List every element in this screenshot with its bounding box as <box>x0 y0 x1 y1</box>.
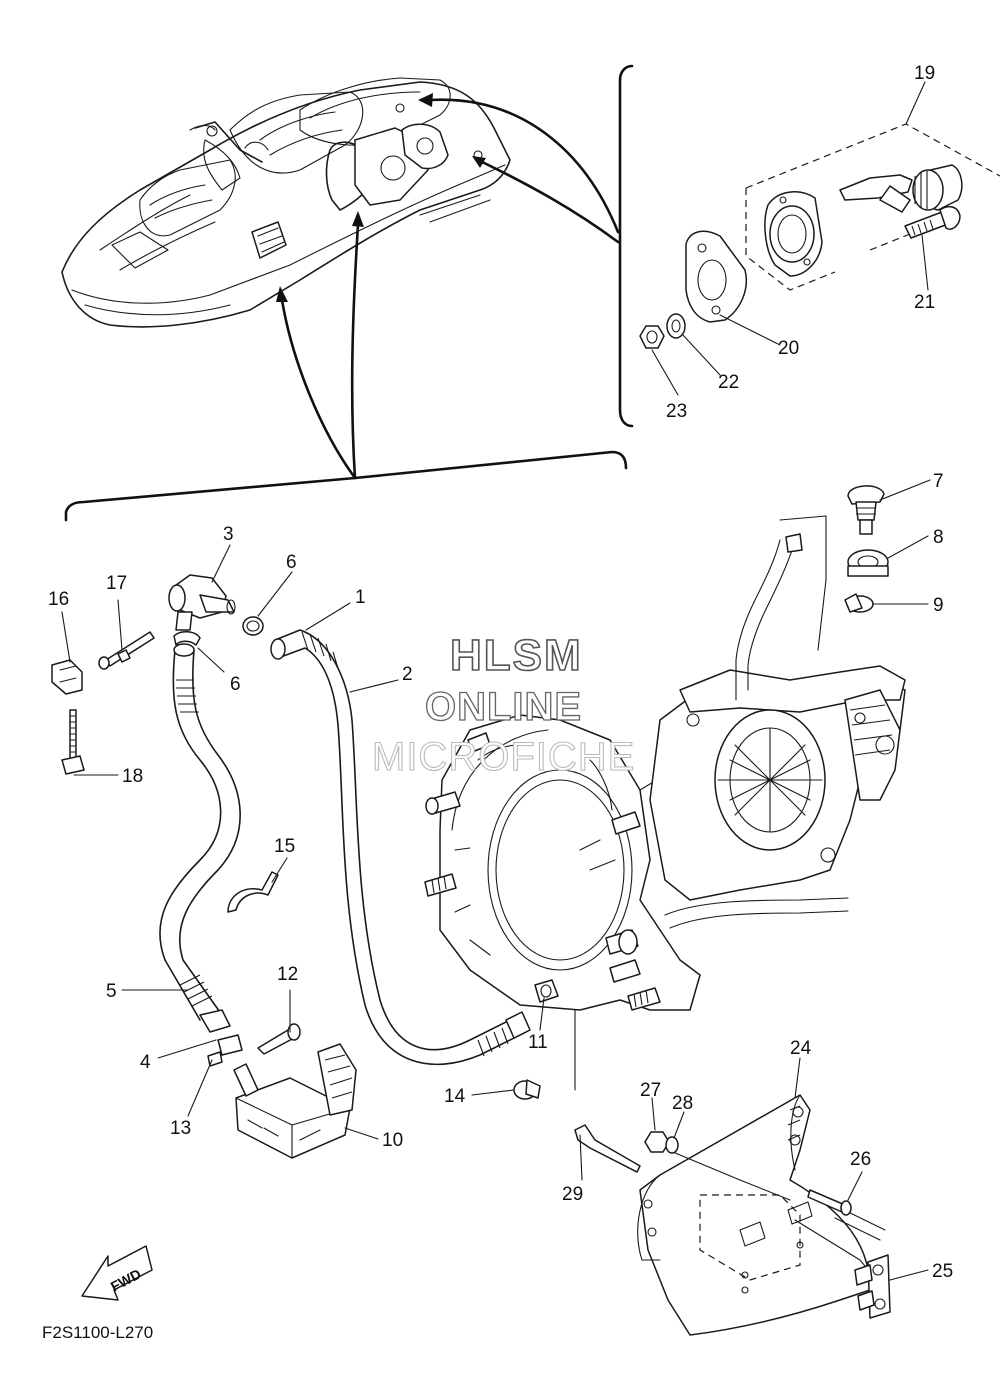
hose-lines <box>159 515 849 1066</box>
callout-1: 1 <box>355 587 366 608</box>
callout-23: 23 <box>666 401 687 422</box>
callout-15: 15 <box>274 836 295 857</box>
callout-2: 2 <box>402 664 413 685</box>
callout-7: 7 <box>933 471 944 492</box>
watermark-line-2: ONLINE <box>425 685 582 729</box>
callout-6a: 6 <box>286 552 297 573</box>
callout-5: 5 <box>106 981 117 1002</box>
callout-12: 12 <box>277 964 298 985</box>
callout-17: 17 <box>106 573 127 594</box>
watermark-line-3: MICROFICHE <box>372 735 635 779</box>
callout-21: 21 <box>914 292 935 313</box>
callout-19: 19 <box>914 63 935 84</box>
watercraft-overview <box>61 77 511 328</box>
drawing-code: F2S1100-L270 <box>42 1323 153 1342</box>
watermark-line-1: HLSM <box>450 631 583 680</box>
jet-pump-housing <box>424 665 906 1011</box>
callout-14: 14 <box>444 1086 466 1107</box>
callout-labels: 1 2 3 4 5 6 6 7 8 9 10 11 12 13 14 15 16… <box>48 63 953 1282</box>
ride-plate-assembly <box>574 1094 891 1336</box>
detail-section-bracket <box>618 64 634 428</box>
forward-direction-arrow: FWD <box>81 1245 153 1301</box>
watermark: HLSM ONLINE MICROFICHE <box>371 630 635 779</box>
callout-22: 22 <box>718 372 739 393</box>
callout-11: 11 <box>528 1032 548 1053</box>
callout-20: 20 <box>778 338 799 359</box>
callout-26: 26 <box>850 1149 871 1170</box>
callout-16: 16 <box>48 589 69 610</box>
lower-section-bracket <box>64 450 628 522</box>
callout-28: 28 <box>672 1093 693 1114</box>
callout-9: 9 <box>933 595 944 616</box>
callout-29: 29 <box>562 1184 583 1205</box>
callout-25: 25 <box>932 1261 953 1282</box>
drain-plug-assembly <box>639 123 1000 349</box>
callout-3: 3 <box>223 524 234 545</box>
small-parts <box>51 485 889 1159</box>
leader-lines <box>61 81 931 1281</box>
callout-18: 18 <box>122 766 143 787</box>
callout-6b: 6 <box>230 674 241 695</box>
callout-27: 27 <box>640 1080 661 1101</box>
callout-24: 24 <box>790 1038 812 1059</box>
callout-10: 10 <box>382 1130 403 1151</box>
callout-8: 8 <box>933 527 944 548</box>
callout-13: 13 <box>170 1118 191 1139</box>
overview-pointer-arrows <box>276 93 620 480</box>
callout-4: 4 <box>140 1052 151 1073</box>
